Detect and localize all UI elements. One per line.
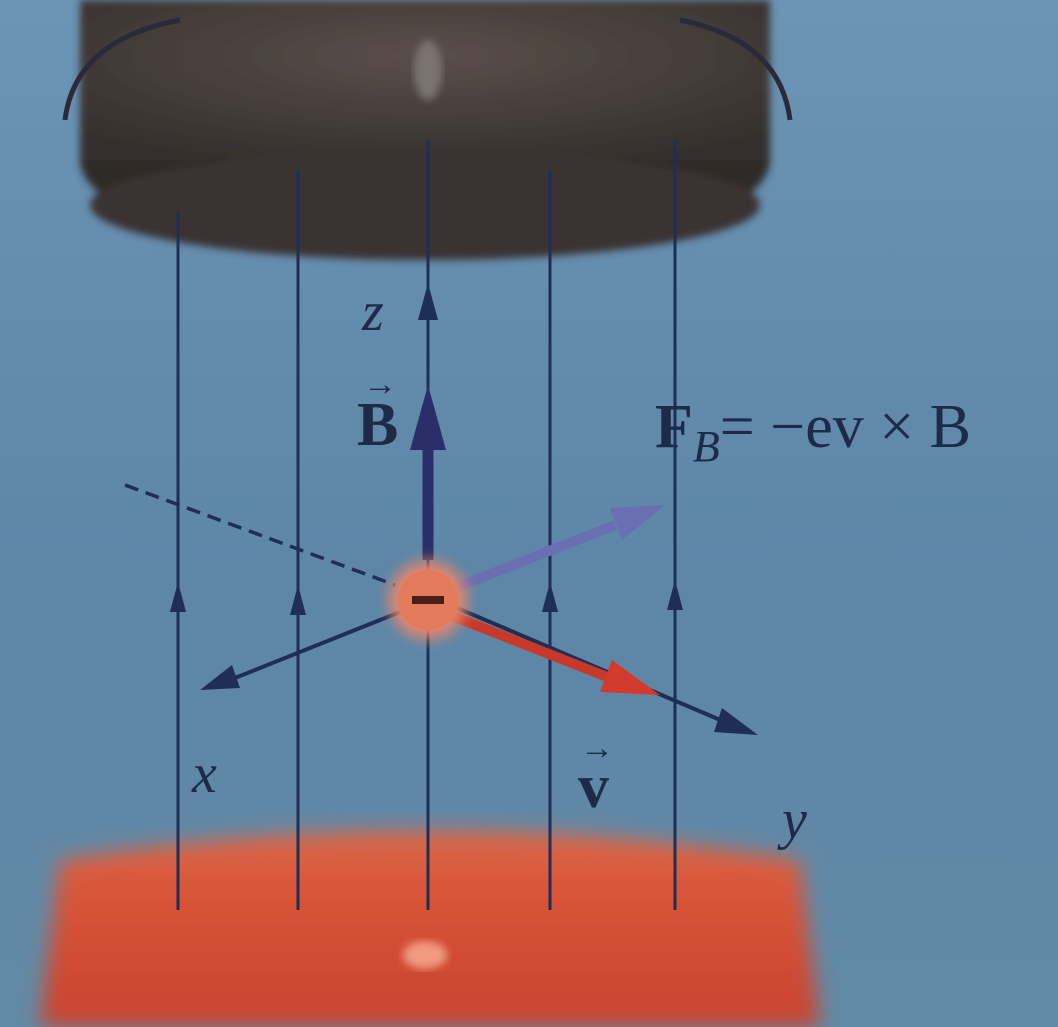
x-axis	[200, 610, 401, 690]
x-axis-label: x	[192, 743, 217, 805]
y-axis-label: y	[782, 789, 807, 851]
v-vector-arrow-icon: →	[580, 730, 614, 767]
force-equation: FB= −ev × B	[655, 392, 972, 471]
v-label: → v	[578, 732, 614, 823]
field-arrowhead-4	[667, 580, 683, 610]
b-vector-arrow-icon: →	[363, 366, 397, 403]
magnetic-field-lines	[176, 140, 677, 910]
top-magnet-highlight	[414, 40, 442, 100]
y-axis	[449, 603, 758, 735]
force-subscript: B	[692, 422, 720, 471]
bottom-magnet	[40, 830, 820, 1027]
b-label: → B	[357, 368, 399, 461]
field-arrowhead-2	[290, 585, 306, 615]
bottom-magnet-highlight	[403, 941, 447, 969]
x-axis-dashed	[124, 483, 396, 587]
top-magnet	[80, 0, 770, 260]
z-axis-label: z	[362, 281, 384, 343]
force-symbol: F	[655, 393, 693, 461]
field-line-arrowheads	[170, 580, 683, 615]
force-vector	[448, 505, 665, 595]
v-label-text: v	[578, 753, 609, 821]
velocity-vector	[448, 610, 660, 695]
top-magnet-rim-right	[679, 17, 793, 121]
b-label-text: B	[357, 391, 399, 459]
electron-charge	[380, 552, 476, 648]
field-arrowhead-3	[542, 582, 558, 612]
b-vector	[410, 385, 446, 560]
force-expression: = −ev × B	[719, 393, 972, 461]
field-arrowhead-1	[170, 582, 186, 612]
top-magnet-rim-left	[62, 17, 181, 121]
z-axis	[418, 283, 438, 320]
z-axis-arrowhead	[418, 283, 438, 320]
